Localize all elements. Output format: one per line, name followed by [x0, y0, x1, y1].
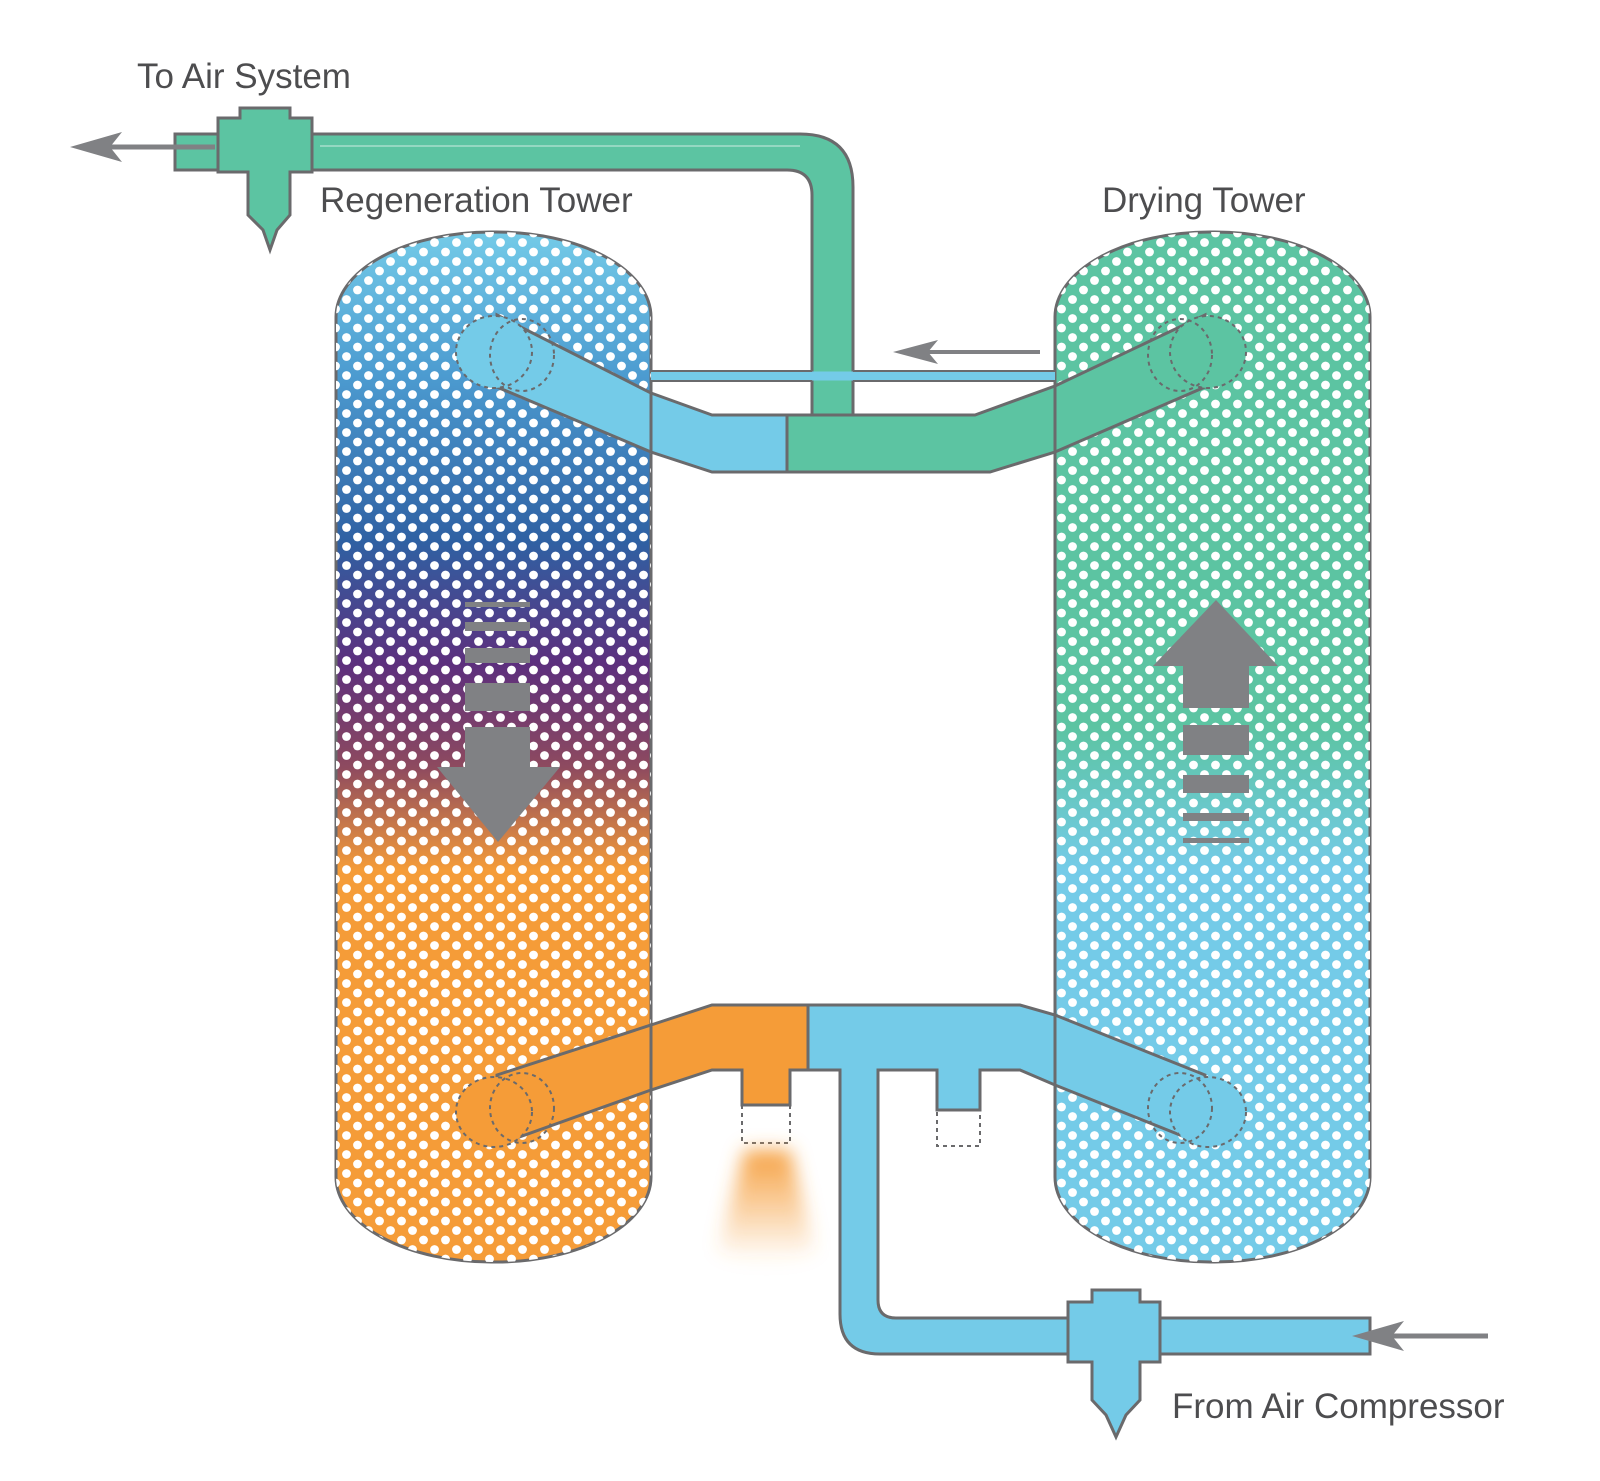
- from-air-compressor-label: From Air Compressor: [1172, 1387, 1505, 1426]
- outlet-valve: [216, 106, 314, 255]
- inlet-valve: [1066, 1288, 1162, 1441]
- lower-manifold: [649, 1003, 1372, 1356]
- dry-lower-diffuser: [1053, 1012, 1247, 1148]
- dry-flow-up-arrow: [1153, 600, 1278, 843]
- purge-arrow: [893, 340, 1040, 364]
- regen-flow-down-arrow: [437, 602, 560, 842]
- regen-lower-diffuser: [455, 1022, 653, 1148]
- to-air-system-label: To Air System: [137, 57, 351, 96]
- regen-upper-diffuser: [455, 312, 653, 455]
- inlet-arrow: [1352, 1321, 1488, 1351]
- upper-manifold: [649, 370, 1057, 474]
- regeneration-tower-label: Regeneration Tower: [320, 181, 633, 220]
- dry-upper-diffuser: [1053, 312, 1247, 455]
- drying-tower-label: Drying Tower: [1102, 181, 1306, 220]
- exhaust-plume: [718, 1150, 815, 1263]
- outlet-arrow: [70, 132, 215, 162]
